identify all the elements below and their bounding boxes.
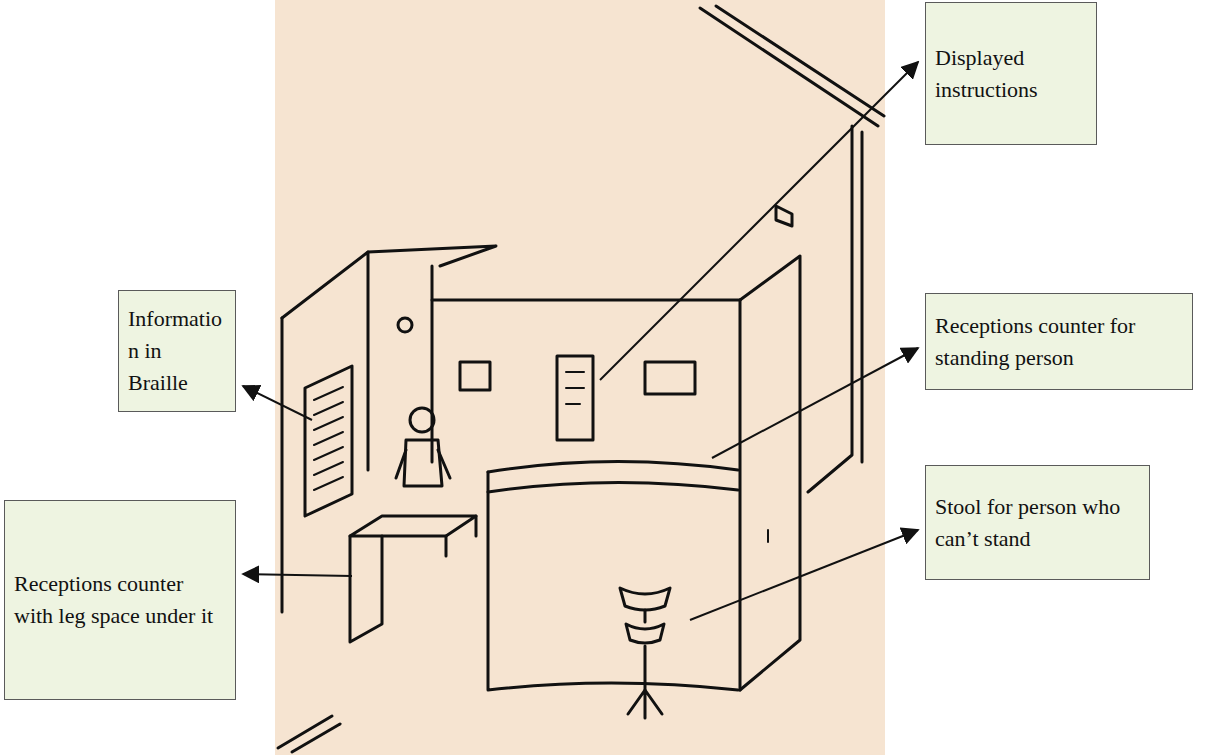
callout-box: Stool for person who can’t stand [925, 465, 1150, 580]
stool-post [644, 610, 647, 690]
callout-box: Receptions counter for standing person [925, 293, 1193, 390]
notice-lines [566, 372, 584, 404]
wall-line [700, 8, 878, 126]
partition [281, 318, 284, 612]
illustration-ground [275, 0, 885, 755]
low-desk-top [350, 516, 476, 536]
receptionist-body [404, 440, 442, 486]
receptionist-arms [396, 450, 450, 478]
leader-line [243, 574, 352, 576]
partition [282, 252, 368, 470]
stool-seat [620, 588, 670, 610]
wall-line [716, 6, 884, 116]
counter-top [488, 482, 738, 492]
callout-box: Displayed instructions [925, 2, 1097, 145]
braille-sign [305, 366, 352, 516]
wall-edge [808, 126, 852, 492]
cabinet-handle [767, 530, 769, 542]
displayed-notice [557, 356, 593, 440]
stool-base [626, 624, 664, 643]
back-panel [432, 299, 740, 302]
receptionist-head [410, 408, 434, 432]
leader-line [690, 530, 918, 620]
notice [460, 362, 490, 390]
partition [431, 266, 434, 462]
stool-legs [628, 690, 662, 718]
cabinet [740, 256, 800, 690]
partition [368, 246, 496, 266]
wall-clock [398, 318, 412, 332]
cabinet [739, 300, 742, 690]
wall-edge [861, 132, 864, 462]
leader-line [243, 386, 312, 420]
braille-dots [314, 387, 343, 490]
callout-label: Receptions counter for standing person [935, 310, 1183, 374]
low-desk-leg [350, 536, 382, 642]
wall-fitting [776, 206, 792, 226]
callout-label: Receptions counter with leg space under … [14, 568, 226, 632]
counter-front [488, 472, 738, 690]
counter-top [488, 461, 738, 472]
low-desk-edge [446, 516, 476, 556]
callout-label: Displayed instructions [935, 42, 1087, 106]
callout-label: Information in Braille [128, 303, 226, 399]
callout-label: Stool for person who can’t stand [935, 491, 1140, 555]
leader-line [600, 62, 918, 380]
floor-line [292, 724, 340, 752]
callout-box: Information in Braille [118, 290, 236, 412]
notice [645, 362, 695, 394]
leader-line [712, 348, 918, 458]
callout-box: Receptions counter with leg space under … [4, 500, 236, 700]
